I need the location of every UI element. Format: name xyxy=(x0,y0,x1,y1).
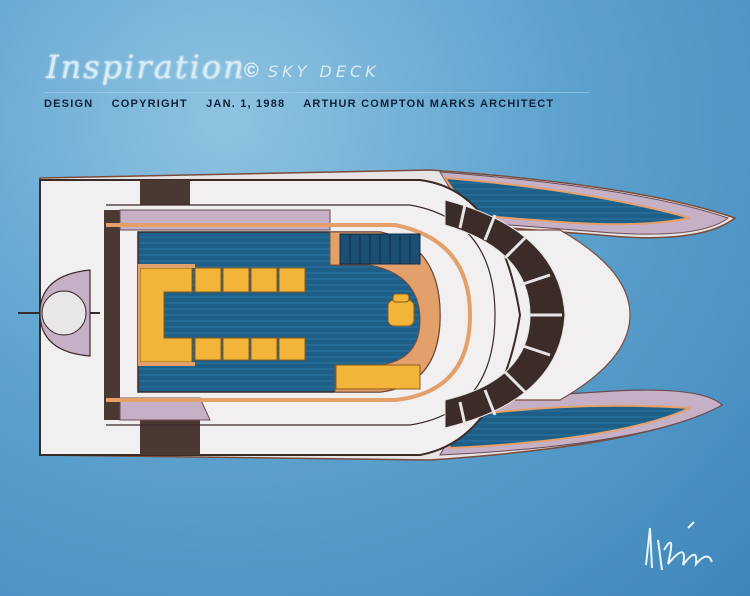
copyright-symbol: © xyxy=(244,60,259,82)
wood-bar xyxy=(329,231,441,393)
wood-trim xyxy=(106,223,473,402)
drawing-title: Inspiration xyxy=(46,48,246,86)
title-rule xyxy=(44,92,589,93)
credit-line: DESIGN COPYRIGHT JAN. 1, 1988 ARTHUR COM… xyxy=(44,98,568,110)
credit-date: JAN. 1, 1988 xyxy=(206,98,286,110)
credit-design: DESIGN xyxy=(44,98,94,110)
signature-mark-icon xyxy=(645,521,713,571)
seating-top xyxy=(194,267,306,293)
stern-dome-core xyxy=(41,290,87,336)
drawing-subtitle: SKY DECK xyxy=(268,62,380,81)
aft-bench xyxy=(335,364,421,390)
brown-panel-bl xyxy=(140,420,200,455)
seating-bottom xyxy=(194,337,306,361)
helm-seat xyxy=(387,293,415,327)
brown-panel-left xyxy=(104,210,120,420)
fan-deck xyxy=(444,199,566,429)
brown-panel-tl xyxy=(140,180,190,205)
credit-copyright: COPYRIGHT xyxy=(111,98,188,110)
credit-architect: ARTHUR COMPTON MARKS ARCHITECT xyxy=(303,98,555,110)
upper-deck-teak xyxy=(443,176,691,226)
stairway xyxy=(339,233,421,265)
lower-deck-teak xyxy=(438,404,691,450)
fan-ribs xyxy=(458,204,562,426)
